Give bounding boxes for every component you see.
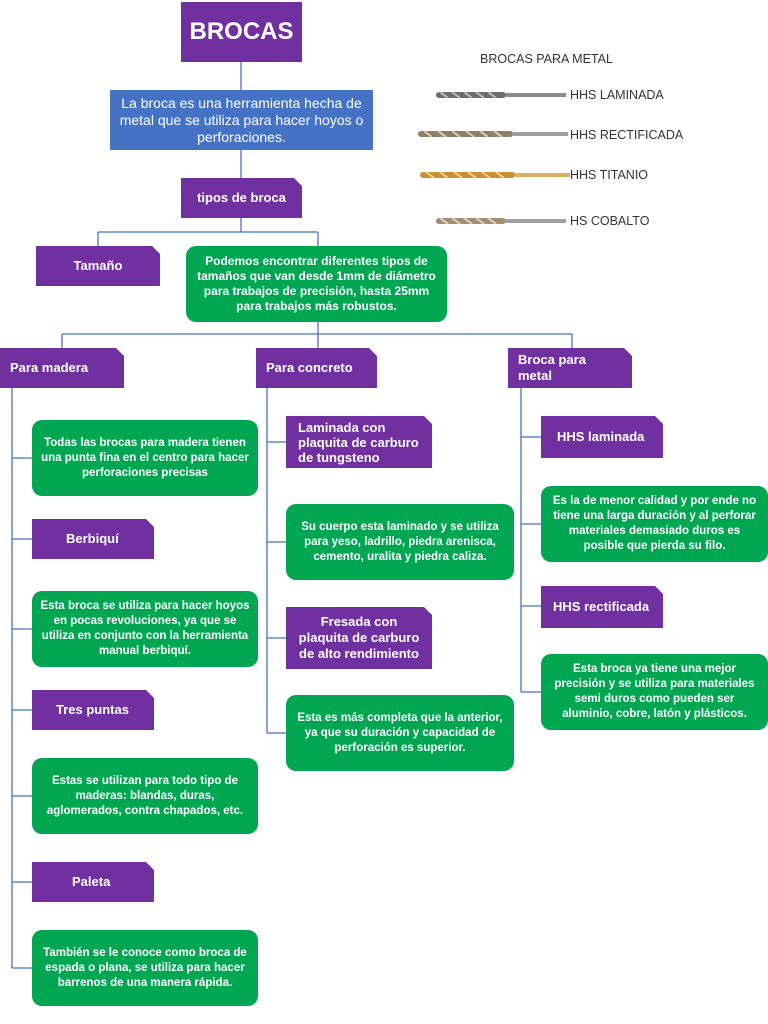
wood-item-name: Berbiquí	[32, 519, 154, 559]
concrete-item-description: Su cuerpo esta laminado y se utiliza par…	[286, 504, 514, 580]
metal-item-name: HHS laminada	[541, 416, 663, 458]
concrete-item-description: Esta es más completa que la anterior, ya…	[286, 695, 514, 771]
metal-bits-heading: BROCAS PARA METAL	[480, 52, 613, 66]
wood-item-description: También se le conoce como broca de espad…	[32, 930, 258, 1006]
main-title: BROCAS	[181, 2, 302, 62]
types-node: tipos de broca	[181, 178, 302, 218]
wood-item-name: Tres puntas	[32, 690, 154, 730]
intro-definition: La broca es una herramienta hecha de met…	[110, 90, 373, 150]
wood-intro: Todas las brocas para madera tienen una …	[32, 420, 258, 496]
concrete-item-name: Laminada con plaquita de carburo de tung…	[286, 416, 432, 468]
drill-bit-label: HS COBALTO	[570, 214, 650, 228]
metal-item-name: HHS rectificada	[541, 586, 663, 628]
size-label: Tamaño	[36, 246, 160, 286]
wood-item-description: Estas se utilizan para todo tipo de made…	[32, 758, 258, 834]
size-description: Podemos encontrar diferentes tipos de ta…	[186, 246, 447, 322]
drill-bit-label: HHS TITANIO	[570, 168, 649, 182]
column-concrete-header: Para concreto	[256, 348, 377, 388]
drill-bit-laminada-icon	[436, 91, 566, 99]
drill-bit-label: HHS LAMINADA	[570, 88, 664, 102]
drill-bit-titanio-icon	[420, 171, 570, 179]
metal-item-description: Esta broca ya tiene una mejor precisión …	[541, 654, 768, 730]
metal-item-description: Es la de menor calidad y por ende no tie…	[541, 486, 768, 562]
drill-bit-rectificada-icon	[418, 130, 568, 138]
drill-bit-cobalto-icon	[436, 217, 566, 225]
column-metal-header: Broca para metal	[508, 348, 632, 388]
wood-item-name: Paleta	[32, 862, 154, 902]
column-wood-header: Para madera	[0, 348, 124, 388]
metal-bits-panel: BROCAS PARA METAL HHS LAMINADA HHS RECTI…	[418, 48, 718, 248]
wood-item-description: Esta broca se utiliza para hacer hoyos e…	[32, 591, 258, 667]
drill-bit-label: HHS RECTIFICADA	[570, 128, 684, 142]
concrete-item-name: Fresada con plaquita de carburo de alto …	[286, 607, 432, 669]
